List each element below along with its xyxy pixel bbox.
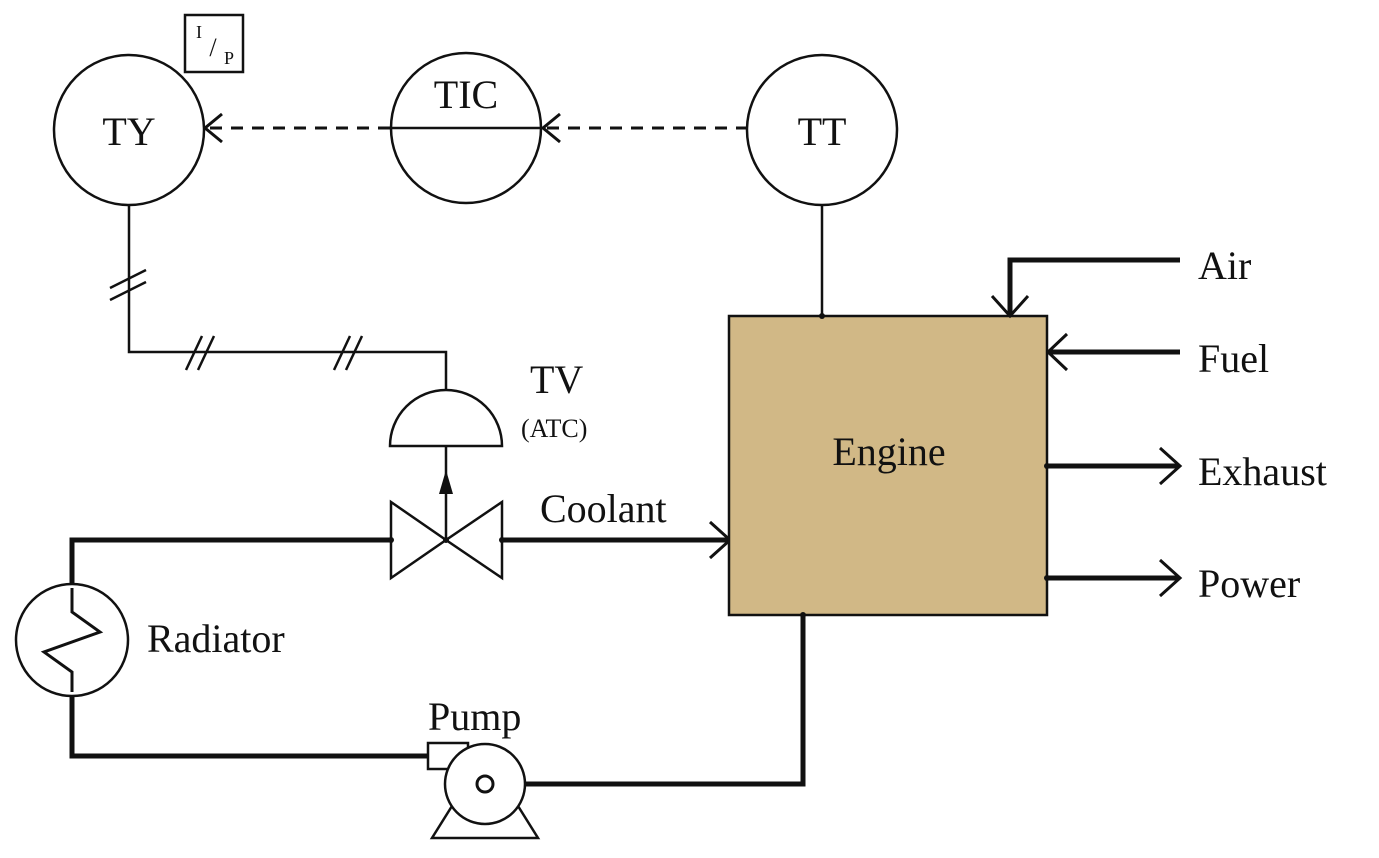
pump-label: Pump [428,694,521,739]
engine-block: Engine [727,314,1049,617]
exhaust-label: Exhaust [1198,449,1327,494]
tic-label: TIC [434,72,498,117]
tv-label: TV [530,357,583,402]
radiator-label: Radiator [147,616,285,661]
ip-slash: / [209,33,217,62]
engine-label: Engine [832,429,945,474]
signal-tt-to-tic [540,112,748,144]
ip-top: I [196,22,202,42]
tic-instrument: TIC [389,51,543,205]
pump [426,741,541,840]
power-label: Power [1198,561,1300,606]
fuel-stream [1045,332,1180,372]
control-valve [388,388,504,581]
signal-tic-to-ty [202,112,390,144]
pneumatic-signal-line [109,205,448,392]
ty-instrument: TY [52,53,206,207]
tt-instrument: TT [745,53,899,207]
power-stream [1047,558,1183,598]
air-stream [990,257,1180,319]
ty-label: TY [102,109,155,154]
tt-label: TT [798,109,847,154]
ip-converter-box: I / P [183,13,245,74]
air-label: Air [1198,243,1251,288]
junction-dots [388,313,1050,618]
coolant-label: Coolant [540,486,667,531]
fuel-label: Fuel [1198,336,1269,381]
tv-action-label: (ATC) [521,414,587,443]
exhaust-stream [1047,446,1183,486]
ip-bottom: P [224,48,234,68]
radiator [14,582,130,698]
coolant-piping [69,520,806,787]
